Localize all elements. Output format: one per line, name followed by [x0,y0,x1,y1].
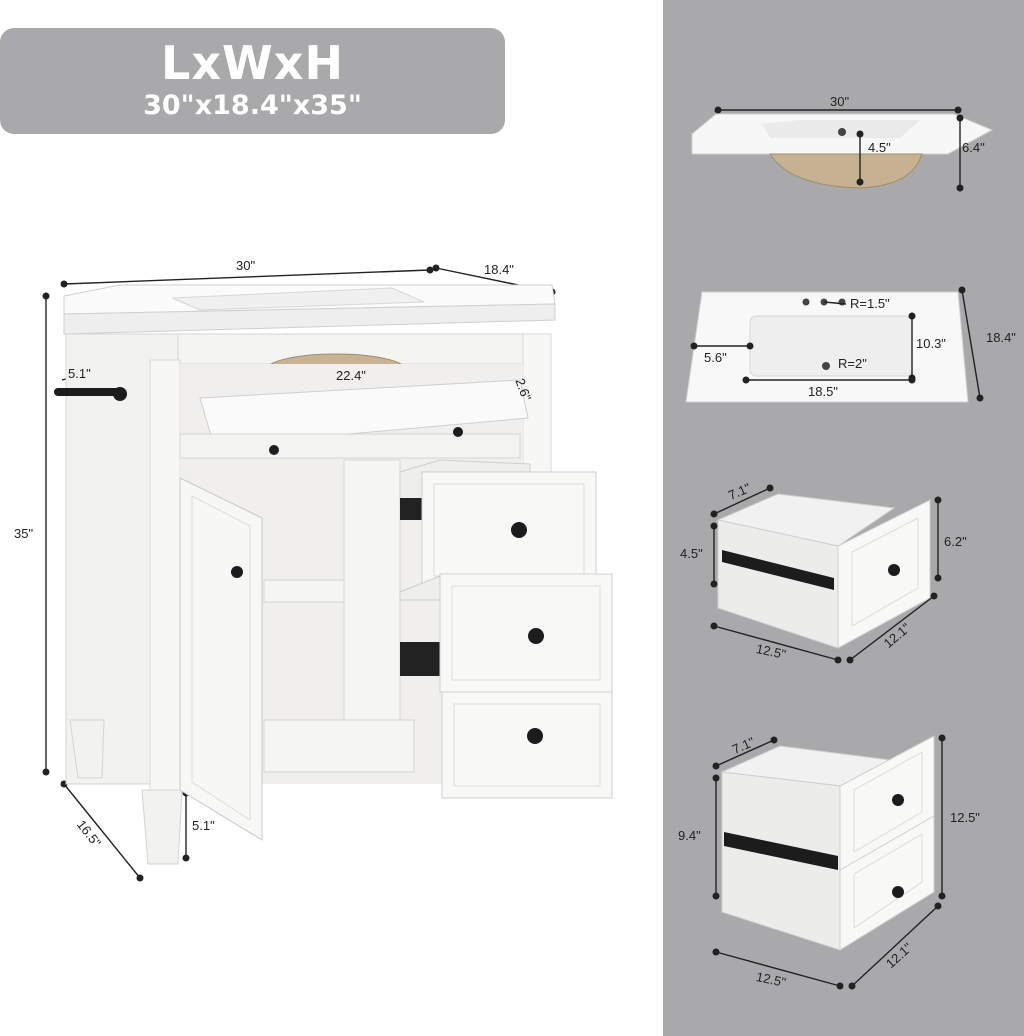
vanity-depth-label: 18.4" [484,262,514,277]
large-drawer-inner-height-label: 9.4" [678,828,701,843]
dimensions-title-box: LxWxH 30"x18.4"x35" [0,28,505,134]
vanity-height-label: 35" [14,526,34,541]
top-total-depth-label: 6.4" [962,140,985,155]
shelf-width-label: 22.4" [336,368,366,383]
basin-front-back-label: 10.3" [916,336,946,351]
top-width-label: 30" [830,94,850,109]
basin-width-label: 18.5" [808,384,838,399]
title-lxwxh: LxWxH [161,36,344,90]
vanity-width-label: 30" [236,258,256,273]
top-plan-depth-label: 18.4" [986,330,1016,345]
small-drawer-inner-height-label: 4.5" [680,546,703,561]
title-overall-dimensions: 30"x18.4"x35" [143,90,362,121]
basin-depth-label: 4.5" [868,140,891,155]
drain-hole-radius-label: R=2" [838,356,867,371]
faucet-hole-radius-label: R=1.5" [850,296,890,311]
small-drawer-front-height-label: 6.2" [944,534,967,549]
leg-height-label: 5.1" [192,818,215,833]
large-drawer-front-height-label: 12.5" [950,810,980,825]
side-margin-label: 5.6" [704,350,727,365]
towel-bar-label: 5.1" [68,366,91,381]
